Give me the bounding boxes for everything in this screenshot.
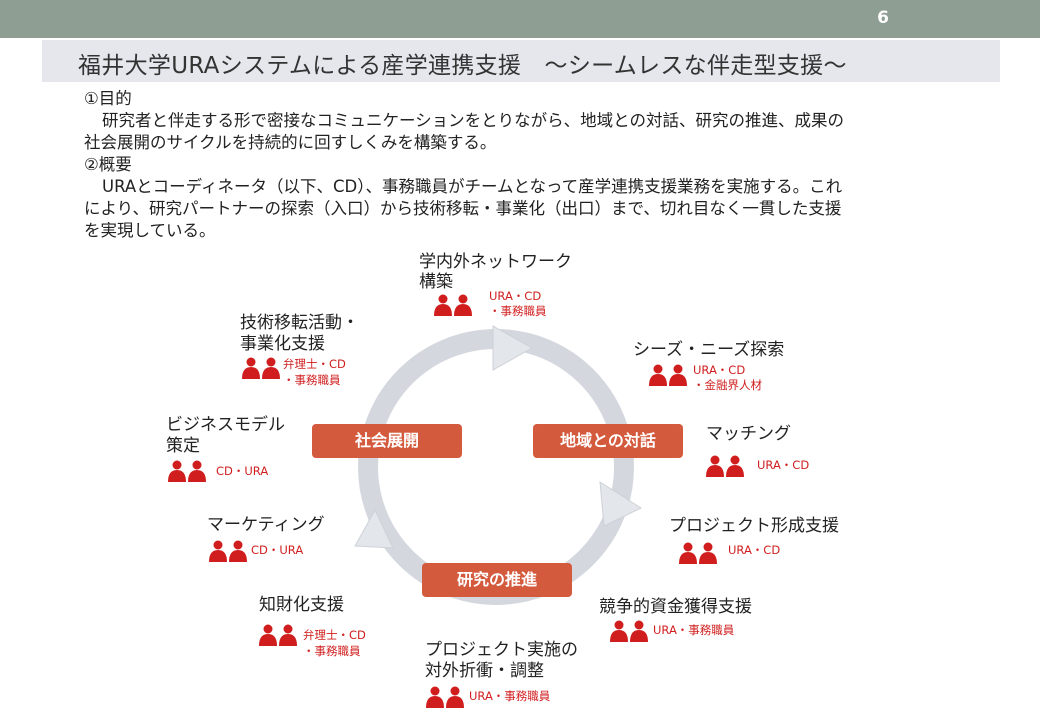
cycle-arrow-right <box>599 481 643 527</box>
people-icon <box>242 357 280 379</box>
activity-tech-transfer-line1: 技術移転活動・ <box>240 313 359 333</box>
slide-title: 福井大学URAシステムによる産学連携支援 ～シームレスな伴走型支援～ <box>78 53 847 79</box>
activity-business-model-line1: ビジネスモデル <box>166 415 285 435</box>
top-bar: 6 <box>0 0 1040 38</box>
activity-funding: 競争的資金獲得支援 <box>599 597 752 617</box>
activity-ip: 知財化支援 <box>259 595 344 615</box>
activity-seeds: シーズ・ニーズ探索 <box>633 340 785 360</box>
activity-tech-transfer-line2: 事業化支援 <box>240 334 325 354</box>
activity-marketing: マーケティング <box>207 515 325 535</box>
body-text: ①目的 研究者と伴走する形で密接なコミュニケーションをとりながら、地域との対話、… <box>84 88 964 242</box>
activity-network-line2: 構築 <box>419 272 453 292</box>
role-ip-2: ・事務職員 <box>303 644 361 658</box>
people-icon <box>679 542 717 564</box>
role-tech-transfer-2: ・事務職員 <box>283 373 341 387</box>
stage-research: 研究の推進 <box>422 563 572 597</box>
purpose-line-2: 社会展開のサイクルを持続的に回すしくみを構築する。 <box>84 133 497 152</box>
cycle-arrow-left <box>354 508 394 549</box>
stage-society: 社会展開 <box>312 424 462 458</box>
cycle-arrow-top <box>492 325 534 371</box>
role-seeds-2: ・金融界人材 <box>693 378 762 392</box>
activity-business-model-line2: 策定 <box>166 436 200 456</box>
people-icon <box>426 686 464 708</box>
page-number: 6 <box>877 8 889 28</box>
role-business-model-1: CD・URA <box>216 464 269 478</box>
cycle-ring-circle <box>358 329 634 605</box>
activity-project-execution-line2: 対外折衝・調整 <box>425 661 544 681</box>
role-network-2: ・事務職員 <box>489 304 547 318</box>
people-icon <box>168 460 206 482</box>
role-network-1: URA・CD <box>489 289 542 303</box>
people-icon <box>259 624 297 646</box>
purpose-heading: ①目的 <box>84 89 132 108</box>
activity-project-formation: プロジェクト形成支援 <box>669 516 839 536</box>
role-ip-1: 弁理士・CD <box>303 628 366 642</box>
activity-matching: マッチング <box>706 424 791 444</box>
activity-project-execution-line1: プロジェクト実施の <box>425 640 578 660</box>
role-seeds-1: URA・CD <box>693 363 746 377</box>
role-project-execution-1: URA・事務職員 <box>469 689 551 703</box>
role-matching-1: URA・CD <box>757 458 810 472</box>
people-icon <box>610 620 648 642</box>
role-tech-transfer-1: 弁理士・CD <box>283 357 346 371</box>
role-funding-1: URA・事務職員 <box>653 623 735 637</box>
people-icon <box>434 294 472 316</box>
role-project-formation-1: URA・CD <box>728 543 781 557</box>
people-icon <box>649 364 687 386</box>
role-marketing-1: CD・URA <box>251 543 304 557</box>
people-icon <box>706 455 744 477</box>
overview-line-2: により、研究パートナーの探索（入口）から技術移転・事業化（出口）まで、切れ目なく… <box>84 199 842 218</box>
overview-line-1: URAとコーディネータ（以下、CD）、事務職員がチームとなって産学連携支援業務を… <box>102 177 843 196</box>
overview-line-3: を実現している。 <box>84 221 216 240</box>
activity-network-line1: 学内外ネットワーク <box>419 252 572 272</box>
people-icon <box>209 540 247 562</box>
title-band: 福井大学URAシステムによる産学連携支援 ～シームレスな伴走型支援～ <box>42 40 1000 82</box>
purpose-line-1: 研究者と伴走する形で密接なコミュニケーションをとりながら、地域との対話、研究の推… <box>102 111 845 130</box>
stage-dialogue: 地域との対話 <box>533 424 683 458</box>
overview-heading: ②概要 <box>84 155 132 174</box>
